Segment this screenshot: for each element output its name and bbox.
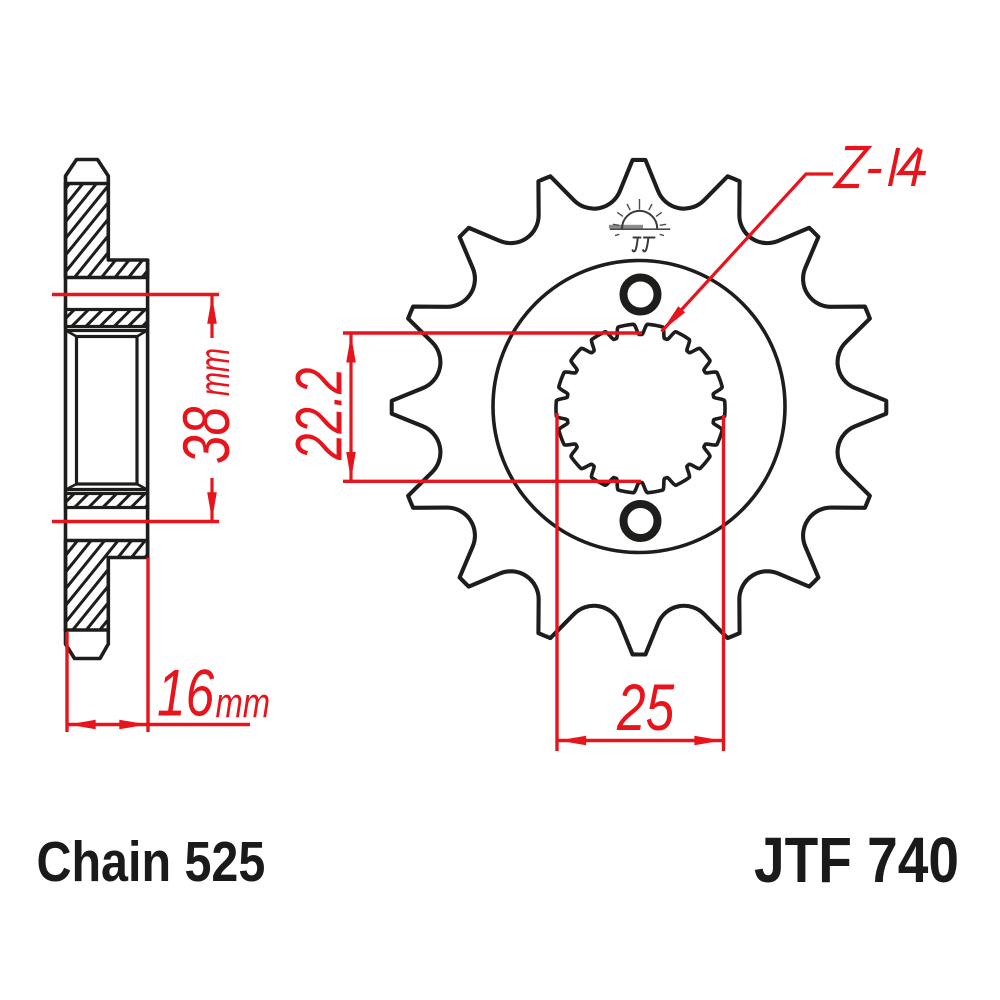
svg-text:38: 38 [169,407,244,464]
svg-text:16: 16 [157,655,214,730]
svg-text:22.2: 22.2 [283,368,356,461]
svg-text:25: 25 [616,670,675,745]
svg-text:mm: mm [190,348,238,396]
svg-text:JTF 740: JTF 740 [754,824,959,896]
svg-text:Chain 525: Chain 525 [37,830,266,894]
svg-text:mm: mm [216,679,271,726]
